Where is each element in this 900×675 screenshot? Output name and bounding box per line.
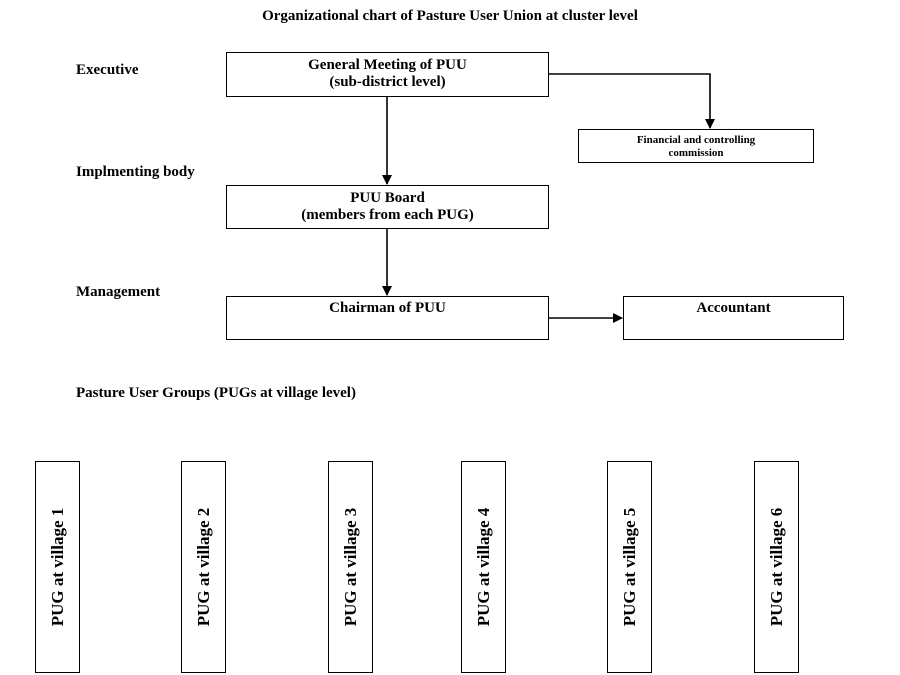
level-label-executive: Executive xyxy=(76,62,139,78)
financial-commission-box: Financial and controlling commission xyxy=(578,129,814,163)
accountant-title: Accountant xyxy=(696,300,771,316)
accountant-box: Accountant xyxy=(623,296,844,340)
puu-board-title: PUU Board xyxy=(350,190,425,206)
village-box-2: PUG at village 2 xyxy=(181,461,226,673)
village-box-4: PUG at village 4 xyxy=(461,461,506,673)
chairman-title: Chairman of PUU xyxy=(329,300,446,316)
village-label: PUG at village 1 xyxy=(47,507,67,627)
village-label: PUG at village 4 xyxy=(473,507,493,627)
level-label-management: Management xyxy=(76,284,161,300)
chairman-box: Chairman of PUU xyxy=(226,296,549,340)
level-label-implementing: Implmenting body xyxy=(76,164,195,180)
general-meeting-subtitle: (sub-district level) xyxy=(329,74,446,90)
puu-board-subtitle: (members from each PUG) xyxy=(301,207,474,223)
general-meeting-title: General Meeting of PUU xyxy=(308,57,467,73)
level-label-groups: Pasture User Groups (PUGs at village lev… xyxy=(76,385,356,401)
village-box-3: PUG at village 3 xyxy=(328,461,373,673)
village-label: PUG at village 5 xyxy=(619,507,639,627)
village-label: PUG at village 2 xyxy=(193,507,213,627)
puu-board-box: PUU Board (members from each PUG) xyxy=(226,185,549,229)
chart-title: Organizational chart of Pasture User Uni… xyxy=(262,8,638,24)
financial-commission-line1: Financial and controlling xyxy=(636,134,756,146)
village-box-1: PUG at village 1 xyxy=(35,461,80,673)
village-label: PUG at village 6 xyxy=(766,507,786,627)
village-box-5: PUG at village 5 xyxy=(607,461,652,673)
financial-commission-line2: commission xyxy=(668,147,724,159)
village-label: PUG at village 3 xyxy=(340,507,360,627)
village-box-6: PUG at village 6 xyxy=(754,461,799,673)
arrow-meeting-to-financial xyxy=(549,73,715,129)
general-meeting-box: General Meeting of PUU (sub-district lev… xyxy=(226,52,549,97)
